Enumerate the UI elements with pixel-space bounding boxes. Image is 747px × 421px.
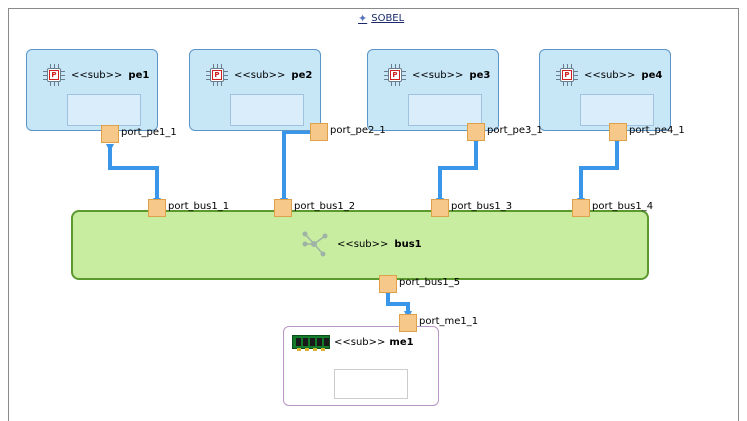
port-label: port_bus1_1: [168, 201, 230, 212]
connector-pe2-bus[interactable]: [280, 128, 314, 206]
port-bus1-1[interactable]: [148, 199, 166, 217]
cpu-chip-icon: P: [384, 64, 406, 86]
port-label: port_bus1_4: [592, 201, 654, 212]
port-label: port_pe4_1: [629, 125, 685, 136]
connector-pe1-bus[interactable]: [106, 144, 161, 206]
cpu-chip-icon: P: [556, 64, 578, 86]
port-label: port_pe2_1: [330, 125, 386, 136]
cpu-chip-icon: P: [206, 64, 228, 86]
processor-pe2-header: P <<sub>> pe2: [206, 64, 312, 86]
port-label: port_me1_1: [419, 316, 479, 327]
stereotype-label: <<sub>>: [337, 238, 389, 250]
stereotype-label: <<sub>>: [234, 69, 286, 81]
bus-bus1[interactable]: <<sub>> bus1: [71, 210, 649, 280]
processor-pe3[interactable]: P <<sub>> pe3: [367, 49, 499, 131]
port-label: port_bus1_3: [451, 201, 513, 212]
ram-module-icon: [292, 335, 330, 351]
processor-pe1-header: P <<sub>> pe1: [43, 64, 149, 86]
processor-name: pe2: [291, 69, 313, 81]
processor-pe4[interactable]: P <<sub>> pe4: [539, 49, 671, 131]
memory-me1[interactable]: <<sub>> me1: [283, 326, 439, 406]
port-label: port_bus1_5: [399, 277, 461, 288]
port-bus1-4[interactable]: [572, 199, 590, 217]
port-label: port_bus1_2: [294, 201, 356, 212]
connector-pe4-bus[interactable]: [577, 138, 621, 206]
diagram-frame: [8, 8, 739, 421]
stereotype-label: <<sub>>: [584, 69, 636, 81]
port-pe1-1[interactable]: [101, 125, 119, 143]
processor-pe2-body: [230, 94, 304, 126]
port-pe4-1[interactable]: [609, 123, 627, 141]
processor-name: pe4: [641, 69, 663, 81]
port-bus1-2[interactable]: [274, 199, 292, 217]
port-label: port_pe3_1: [487, 125, 543, 136]
bus-header: <<sub>> bus1: [301, 230, 422, 258]
diagram-title-label: SOBEL: [371, 13, 405, 24]
processor-name: pe3: [469, 69, 491, 81]
connector-pe3-bus[interactable]: [436, 138, 480, 206]
memory-name: me1: [389, 336, 414, 348]
processor-pe1[interactable]: P <<sub>> pe1: [26, 49, 158, 131]
stereotype-label: <<sub>>: [412, 69, 464, 81]
processor-pe2[interactable]: P <<sub>> pe2: [189, 49, 321, 131]
processor-pe4-header: P <<sub>> pe4: [556, 64, 662, 86]
port-bus1-3[interactable]: [431, 199, 449, 217]
diamond-icon: ✦: [358, 12, 368, 25]
stereotype-label: <<sub>>: [334, 336, 386, 348]
processor-name: pe1: [128, 69, 150, 81]
port-label: port_pe1_1: [121, 127, 177, 138]
port-pe3-1[interactable]: [467, 123, 485, 141]
memory-me1-body: [334, 369, 408, 399]
connector-bus-me1[interactable]: [384, 290, 412, 319]
port-pe2-1[interactable]: [310, 123, 328, 141]
bus-connector-icon: [302, 231, 328, 257]
processor-pe3-body: [408, 94, 482, 126]
stereotype-label: <<sub>>: [71, 69, 123, 81]
port-me1-1[interactable]: [399, 314, 417, 332]
diagram-title[interactable]: ✦ SOBEL: [358, 12, 404, 25]
processor-pe3-header: P <<sub>> pe3: [384, 64, 490, 86]
bus-name: bus1: [394, 238, 422, 250]
cpu-chip-icon: P: [43, 64, 65, 86]
memory-header: <<sub>> me1: [292, 335, 414, 351]
port-bus1-5[interactable]: [379, 275, 397, 293]
processor-pe4-body: [580, 94, 654, 126]
processor-pe1-body: [67, 94, 141, 126]
